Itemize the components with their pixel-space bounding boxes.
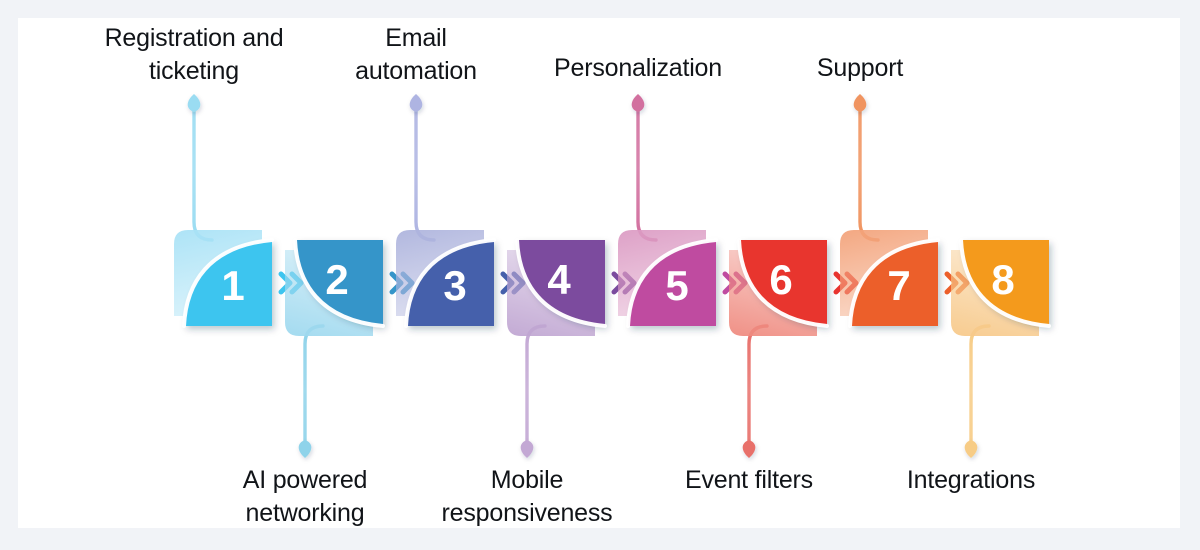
step-block[interactable] xyxy=(517,240,605,326)
step-backing-plate xyxy=(507,250,595,336)
step-connector-dot xyxy=(298,440,312,458)
step-5[interactable] xyxy=(618,94,718,328)
step-3[interactable] xyxy=(396,94,496,328)
flow-arrow-icon xyxy=(944,271,970,295)
step-8[interactable] xyxy=(951,238,1051,458)
step-arc-highlight xyxy=(182,238,274,328)
step-arc-highlight xyxy=(848,238,940,328)
step-arc-highlight xyxy=(293,238,385,328)
step-connector-line xyxy=(969,324,991,444)
step-backing-plate xyxy=(174,230,262,316)
step-label: Email automation xyxy=(355,24,477,85)
flow-arrow-icon xyxy=(611,271,637,295)
step-block[interactable] xyxy=(628,240,716,326)
step-connector-line xyxy=(525,324,547,444)
step-7[interactable] xyxy=(840,94,940,328)
step-block[interactable] xyxy=(406,240,494,326)
step-2[interactable] xyxy=(285,238,385,458)
step-number: 4 xyxy=(547,256,571,303)
step-label: Personalization xyxy=(554,54,722,82)
step-label: Event filters xyxy=(684,466,813,494)
step-backing-plate xyxy=(729,250,817,336)
step-number: 5 xyxy=(665,262,689,309)
step-number: 6 xyxy=(769,256,793,303)
step-backing-plate xyxy=(396,230,484,316)
step-connector-dot xyxy=(853,94,867,112)
step-arc-highlight xyxy=(737,238,829,328)
step-connector-dot xyxy=(409,94,423,112)
step-block[interactable] xyxy=(184,240,272,326)
flow-arrow-icon xyxy=(833,271,859,295)
step-connector-line xyxy=(747,324,769,444)
step-number: 1 xyxy=(221,262,245,309)
step-4[interactable] xyxy=(507,238,607,458)
step-arc-highlight xyxy=(959,238,1051,328)
step-backing-plate xyxy=(618,230,706,316)
step-block[interactable] xyxy=(295,240,383,326)
step-block[interactable] xyxy=(850,240,938,326)
step-connector-dot xyxy=(520,440,534,458)
step-connector-dot xyxy=(964,440,978,458)
step-number: 3 xyxy=(443,262,467,309)
infographic-card: 1 2 3 4 5 6 7 8 Registration and ticketing AI po… xyxy=(18,18,1180,528)
flow-arrow-icon xyxy=(278,271,304,295)
step-1[interactable] xyxy=(174,94,274,328)
step-connector-line xyxy=(192,108,214,242)
flow-arrow-icon xyxy=(500,271,526,295)
step-connector-dot xyxy=(631,94,645,112)
step-arc-highlight xyxy=(404,238,496,328)
step-number: 2 xyxy=(325,256,349,303)
step-block[interactable] xyxy=(961,240,1049,326)
step-number: 7 xyxy=(887,262,911,309)
step-6[interactable] xyxy=(729,238,829,458)
step-backing-plate xyxy=(951,250,1039,336)
step-arc-highlight xyxy=(515,238,607,328)
flow-arrow-icon xyxy=(722,271,748,295)
step-label: AI powered networking xyxy=(242,466,368,527)
diagram-vector-layer xyxy=(174,94,1051,458)
step-label: Registration and ticketing xyxy=(104,24,284,85)
step-connector-line xyxy=(303,324,325,444)
step-backing-plate xyxy=(840,230,928,316)
step-arc-highlight xyxy=(626,238,718,328)
step-label: Mobile responsiveness xyxy=(441,466,613,527)
step-connector-line xyxy=(858,108,880,242)
step-number: 8 xyxy=(991,256,1015,303)
step-connector-line xyxy=(414,108,436,242)
step-block[interactable] xyxy=(739,240,827,326)
step-connector-dot xyxy=(742,440,756,458)
step-label: Integrations xyxy=(906,466,1036,494)
step-connector-line xyxy=(636,108,658,242)
step-label: Support xyxy=(816,54,904,82)
diagram-stage: 1 2 3 4 5 6 7 8 Registration and ticketing AI po… xyxy=(18,18,1180,528)
flow-arrow-icon xyxy=(389,271,415,295)
step-connector-dot xyxy=(187,94,201,112)
step-backing-plate xyxy=(285,250,373,336)
